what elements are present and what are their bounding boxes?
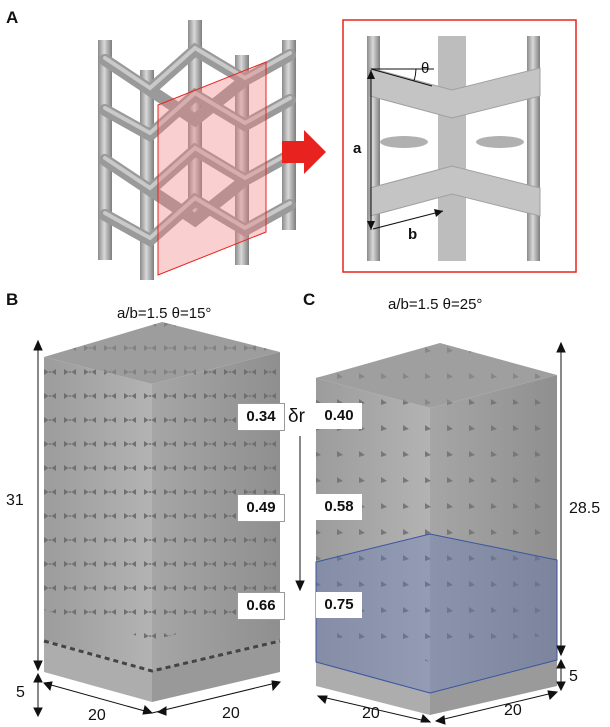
panel-label-a: A [6,8,19,27]
delta-r-label: δr [288,406,305,427]
value-box: 0.66 [237,592,285,620]
value-box: 0.40 [316,403,362,429]
dimensions-b [33,339,281,718]
theta-symbol: θ [421,60,430,77]
delta-r-arrow [295,436,305,592]
panel-label-b: B [6,290,19,309]
specimen-b [43,322,281,702]
value-box: 0.49 [237,494,285,522]
width1-label-b: 20 [88,707,106,724]
value-box: 0.58 [316,494,362,520]
theta-rib-line [370,68,433,87]
width2-label-c: 20 [504,702,522,719]
base-right [152,640,280,702]
highlight-region [315,533,558,694]
arrowhead [434,209,443,217]
base-left [316,662,430,715]
lower-rib [369,165,541,217]
unit-cell-3d [98,20,296,280]
theta-arc [413,68,417,82]
specimen-c [315,343,558,715]
top-holes [316,343,557,408]
lattice-holes [44,357,152,640]
dimensions-c [316,341,566,725]
value-box: 0.34 [237,403,285,431]
height-label-c: 28.5 [569,500,601,517]
base-right [430,660,557,715]
node [476,136,524,148]
red-arrow [282,130,326,174]
dimension-b-label: b [408,226,418,243]
dimension-b-line [372,210,444,230]
cross-section [342,19,577,273]
base-seam [43,639,281,673]
strut [98,40,112,260]
width1-label-c: 20 [362,705,380,722]
width2-label-b: 20 [222,705,240,722]
dimension-a-label: a [353,140,362,157]
base-label-b: 5 [16,684,25,701]
strut [282,40,296,230]
caption-b: a/b=1.5 θ=15° [117,305,212,322]
strut [140,70,154,280]
value-box: 0.75 [316,592,362,618]
node [380,136,428,148]
base-label-c: 5 [569,668,578,685]
top-holes [44,322,280,384]
strut [438,36,466,261]
cut-plane [157,61,267,276]
panel-label-c: C [303,290,316,309]
lattice-holes [430,375,557,662]
caption-c: a/b=1.5 θ=25° [388,296,483,313]
strut [235,55,249,265]
height-label-b: 31 [6,492,24,509]
base-left [44,640,152,702]
lattice-holes [316,378,430,662]
